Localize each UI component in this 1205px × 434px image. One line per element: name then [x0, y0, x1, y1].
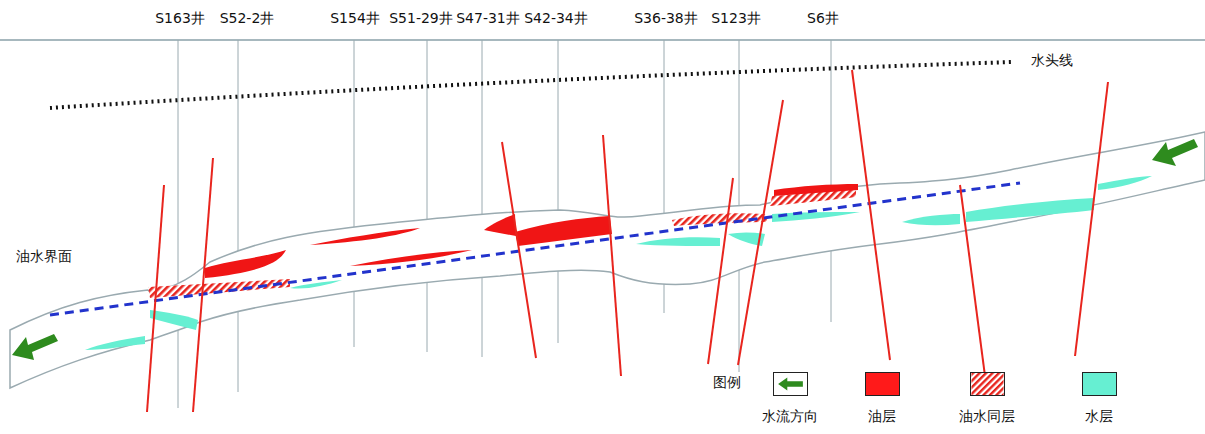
ground-line	[0, 39, 1205, 41]
arrow-sample	[774, 373, 807, 395]
legend-text: 水流方向	[762, 408, 818, 426]
well-name: S42-34井	[523, 10, 589, 27]
legend-title: 图例	[712, 374, 742, 391]
water-lenses	[85, 176, 1152, 350]
well-name: S123井	[710, 10, 762, 27]
legend-swatch	[773, 372, 808, 396]
legend-text: 油层	[868, 408, 896, 426]
well-name: S36-38井	[633, 10, 699, 27]
legend-text: 油水同层	[959, 408, 1015, 426]
legend-item: 水流方向	[762, 372, 818, 426]
well-name: S163井	[154, 10, 206, 27]
faults	[147, 70, 1108, 412]
water-head-line	[50, 62, 1012, 108]
legend-text: 水层	[1085, 408, 1113, 426]
flow-arrows	[12, 139, 1198, 360]
well-name: S6井	[806, 10, 840, 27]
legend-item: 水层	[1082, 372, 1117, 426]
well-name: S47-31井	[455, 10, 521, 27]
legend-item: 油水同层	[959, 372, 1015, 426]
well-name: S52-2井	[219, 10, 276, 27]
legend-swatch	[865, 372, 900, 396]
interface-label: 油水界面	[15, 248, 73, 265]
head-line-label: 水头线	[1030, 52, 1074, 69]
legend-swatch	[1082, 372, 1117, 396]
well-name: S51-29井	[388, 10, 454, 27]
reservoir-layer	[10, 132, 1205, 388]
well-name: S154井	[329, 10, 381, 27]
legend-item: 油层	[865, 372, 900, 426]
hatch-sample	[971, 373, 1004, 395]
legend-swatch	[970, 372, 1005, 396]
oil-water-zones	[148, 188, 856, 298]
